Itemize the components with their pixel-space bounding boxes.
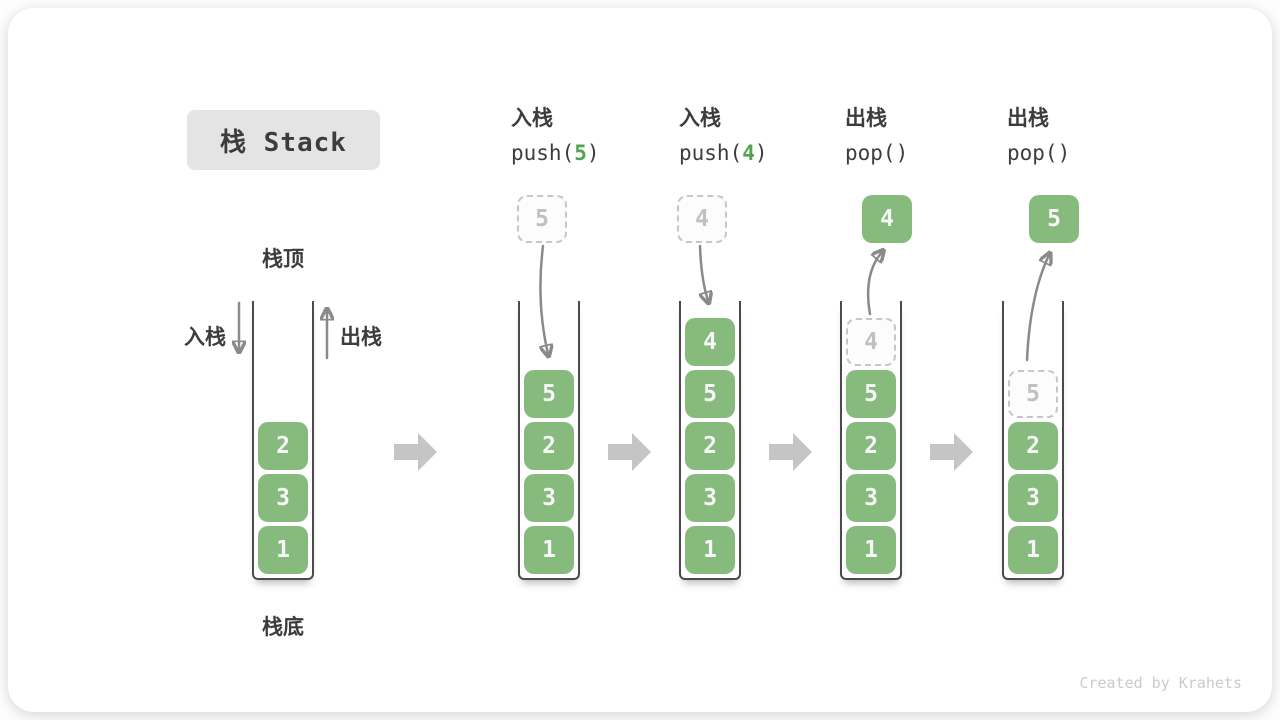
stack-container-after-pop1: 4 5 2 3 1: [840, 301, 902, 580]
stack-container-after-pop2: 5 2 3 1: [1002, 301, 1064, 580]
stack-block: 1: [258, 526, 308, 574]
stack-block: 5: [685, 370, 735, 418]
floating-value-box: 4: [862, 195, 912, 243]
op-action-text: 入栈: [679, 106, 721, 130]
stack-container-after-push4: 4 5 2 3 1: [679, 301, 741, 580]
stack-block: 3: [524, 474, 574, 522]
op-code-text: push(4): [679, 141, 768, 165]
floating-value-box: 4: [677, 195, 727, 243]
stack-block: 2: [685, 422, 735, 470]
watermark: Created by Krahets: [1079, 674, 1242, 692]
floating-value-box: 5: [517, 195, 567, 243]
transition-arrow-icon: [769, 433, 812, 471]
stack-block-ghost: 4: [846, 318, 896, 366]
op-code-text: push(5): [511, 141, 600, 165]
transition-arrow-icon: [930, 433, 973, 471]
stack-block: 1: [1008, 526, 1058, 574]
stack-block: 1: [524, 526, 574, 574]
stack-block: 1: [846, 526, 896, 574]
op-arg: 4: [742, 141, 755, 165]
op-code-text: pop(): [1007, 141, 1071, 165]
stack-block: 2: [258, 422, 308, 470]
op-label-pop-2: 出栈 pop(): [1007, 102, 1177, 165]
push-side-label: 入栈: [184, 325, 226, 349]
stack-block: 2: [846, 422, 896, 470]
transition-arrow-icon: [608, 433, 651, 471]
stack-top-label: 栈顶: [262, 247, 304, 271]
op-action-text: 入栈: [511, 106, 553, 130]
op-code-text: pop(): [845, 141, 909, 165]
stack-block: 1: [685, 526, 735, 574]
op-action-text: 出栈: [845, 106, 887, 130]
stack-block: 3: [258, 474, 308, 522]
stack-block: 4: [685, 318, 735, 366]
stack-container-initial: 2 3 1: [252, 301, 314, 580]
stack-block: 5: [846, 370, 896, 418]
op-action-text: 出栈: [1007, 106, 1049, 130]
stack-block: 5: [524, 370, 574, 418]
stack-block: 2: [1008, 422, 1058, 470]
stack-block-ghost: 5: [1008, 370, 1058, 418]
stack-block: 3: [846, 474, 896, 522]
stack-block: 2: [524, 422, 574, 470]
push4-flow-arrow-icon: [700, 244, 708, 301]
pop-side-label: 出栈: [340, 325, 382, 349]
op-arg: 5: [574, 141, 587, 165]
transition-arrow-icon: [394, 433, 437, 471]
stack-bottom-label: 栈底: [262, 615, 304, 639]
stack-block: 3: [1008, 474, 1058, 522]
title-badge: 栈 Stack: [187, 110, 380, 170]
stack-block: 3: [685, 474, 735, 522]
op-label-pop-1: 出栈 pop(): [845, 102, 1015, 165]
floating-value-box: 5: [1029, 195, 1079, 243]
op-label-push-5: 入栈 push(5): [511, 102, 681, 165]
diagram-card: 栈 Stack 入栈 push(5) 入栈 push(4) 出栈 pop() 出…: [8, 8, 1272, 712]
stack-container-after-push5: 5 2 3 1: [518, 301, 580, 580]
op-label-push-4: 入栈 push(4): [679, 102, 849, 165]
